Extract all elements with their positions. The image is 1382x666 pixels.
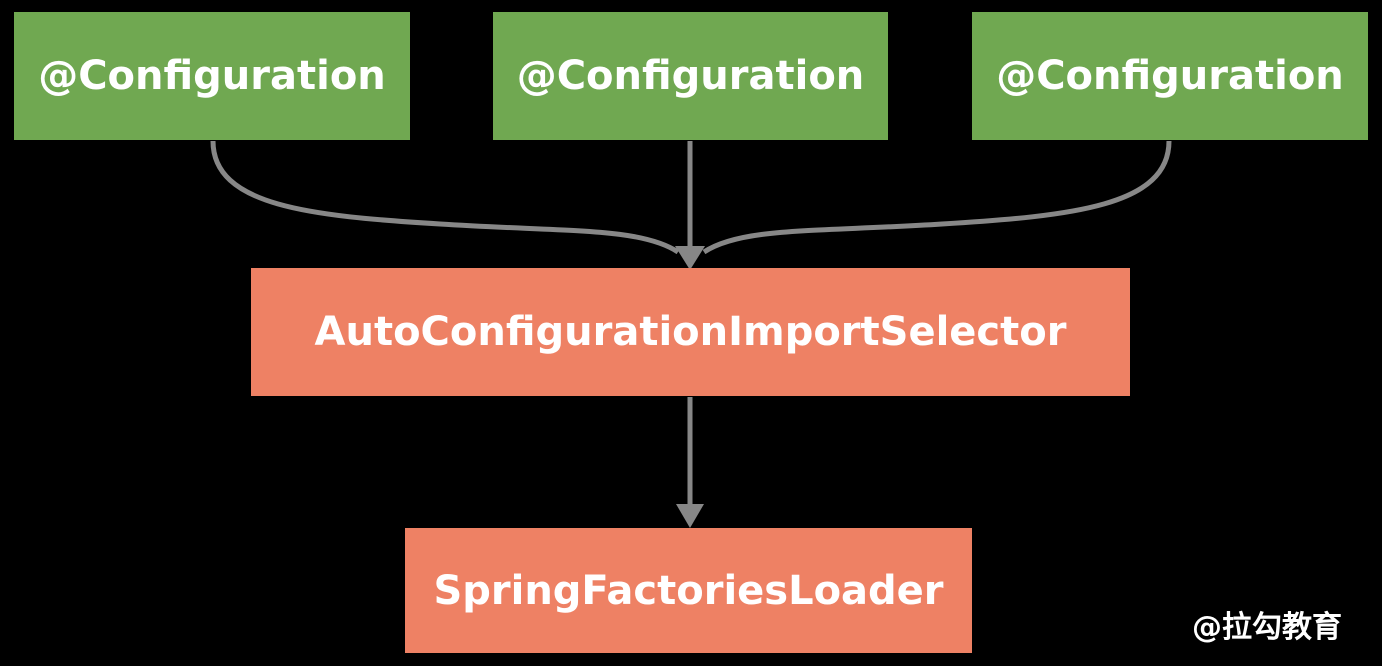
node-configuration-1: @Configuration bbox=[14, 12, 410, 140]
node-auto-configuration-import-selector: AutoConfigurationImportSelector bbox=[251, 268, 1130, 396]
node-auto-configuration-import-selector-label: AutoConfigurationImportSelector bbox=[314, 309, 1067, 355]
edge-config3-to-selector bbox=[702, 140, 1172, 255]
watermark-laogou-edu: @拉勾教育 bbox=[1192, 610, 1342, 645]
node-spring-factories-loader: SpringFactoriesLoader bbox=[405, 528, 972, 653]
node-configuration-1-label: @Configuration bbox=[38, 53, 386, 99]
node-configuration-3: @Configuration bbox=[972, 12, 1368, 140]
node-configuration-2-label: @Configuration bbox=[516, 53, 865, 99]
arrowhead-into-selector bbox=[675, 246, 705, 270]
node-configuration-2: @Configuration bbox=[493, 12, 888, 140]
arrowhead-into-loader bbox=[676, 504, 704, 528]
node-configuration-3-label: @Configuration bbox=[996, 53, 1344, 99]
edge-config1-to-selector bbox=[210, 140, 680, 255]
node-spring-factories-loader-label: SpringFactoriesLoader bbox=[433, 567, 944, 614]
